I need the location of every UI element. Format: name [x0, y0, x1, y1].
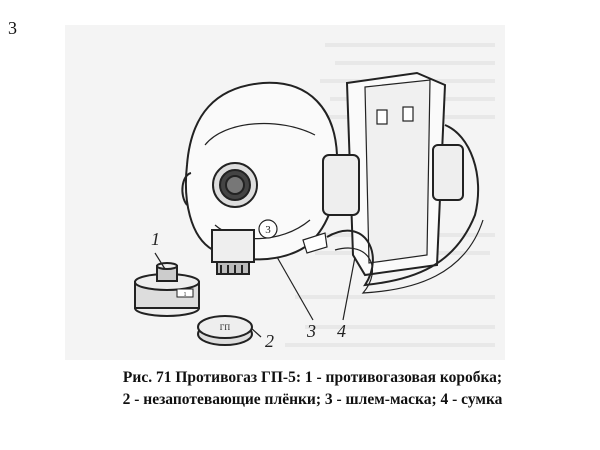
callout-3: 3	[306, 321, 316, 341]
callout-2: 2	[265, 331, 274, 351]
page-number: 3	[8, 18, 17, 38]
gas-mask-illustration: 3 1 ГП	[65, 25, 505, 360]
callout-1: 1	[151, 229, 160, 249]
callout-4: 4	[337, 321, 346, 341]
leader-lines	[154, 252, 356, 338]
filter-canister	[134, 262, 200, 317]
valve-box	[211, 229, 255, 275]
caption-line-2: 2 - незапотевающие плёнки; 3 - шлем-маск…	[122, 391, 503, 408]
filter-stamp: 1	[184, 292, 187, 298]
bag	[302, 71, 484, 294]
lens-case-label: ГП	[220, 323, 231, 332]
helmet-mask	[181, 81, 339, 275]
mask-badge-label: 3	[265, 224, 271, 236]
eyepiece	[212, 162, 258, 208]
caption-line-1: Рис. 71 Противогаз ГП-5: 1 - противогазо…	[122, 369, 503, 386]
anti-fog-lens-case	[197, 315, 253, 346]
figure-caption: Рис. 71 Противогаз ГП-5: 1 - противогазо…	[40, 367, 585, 411]
